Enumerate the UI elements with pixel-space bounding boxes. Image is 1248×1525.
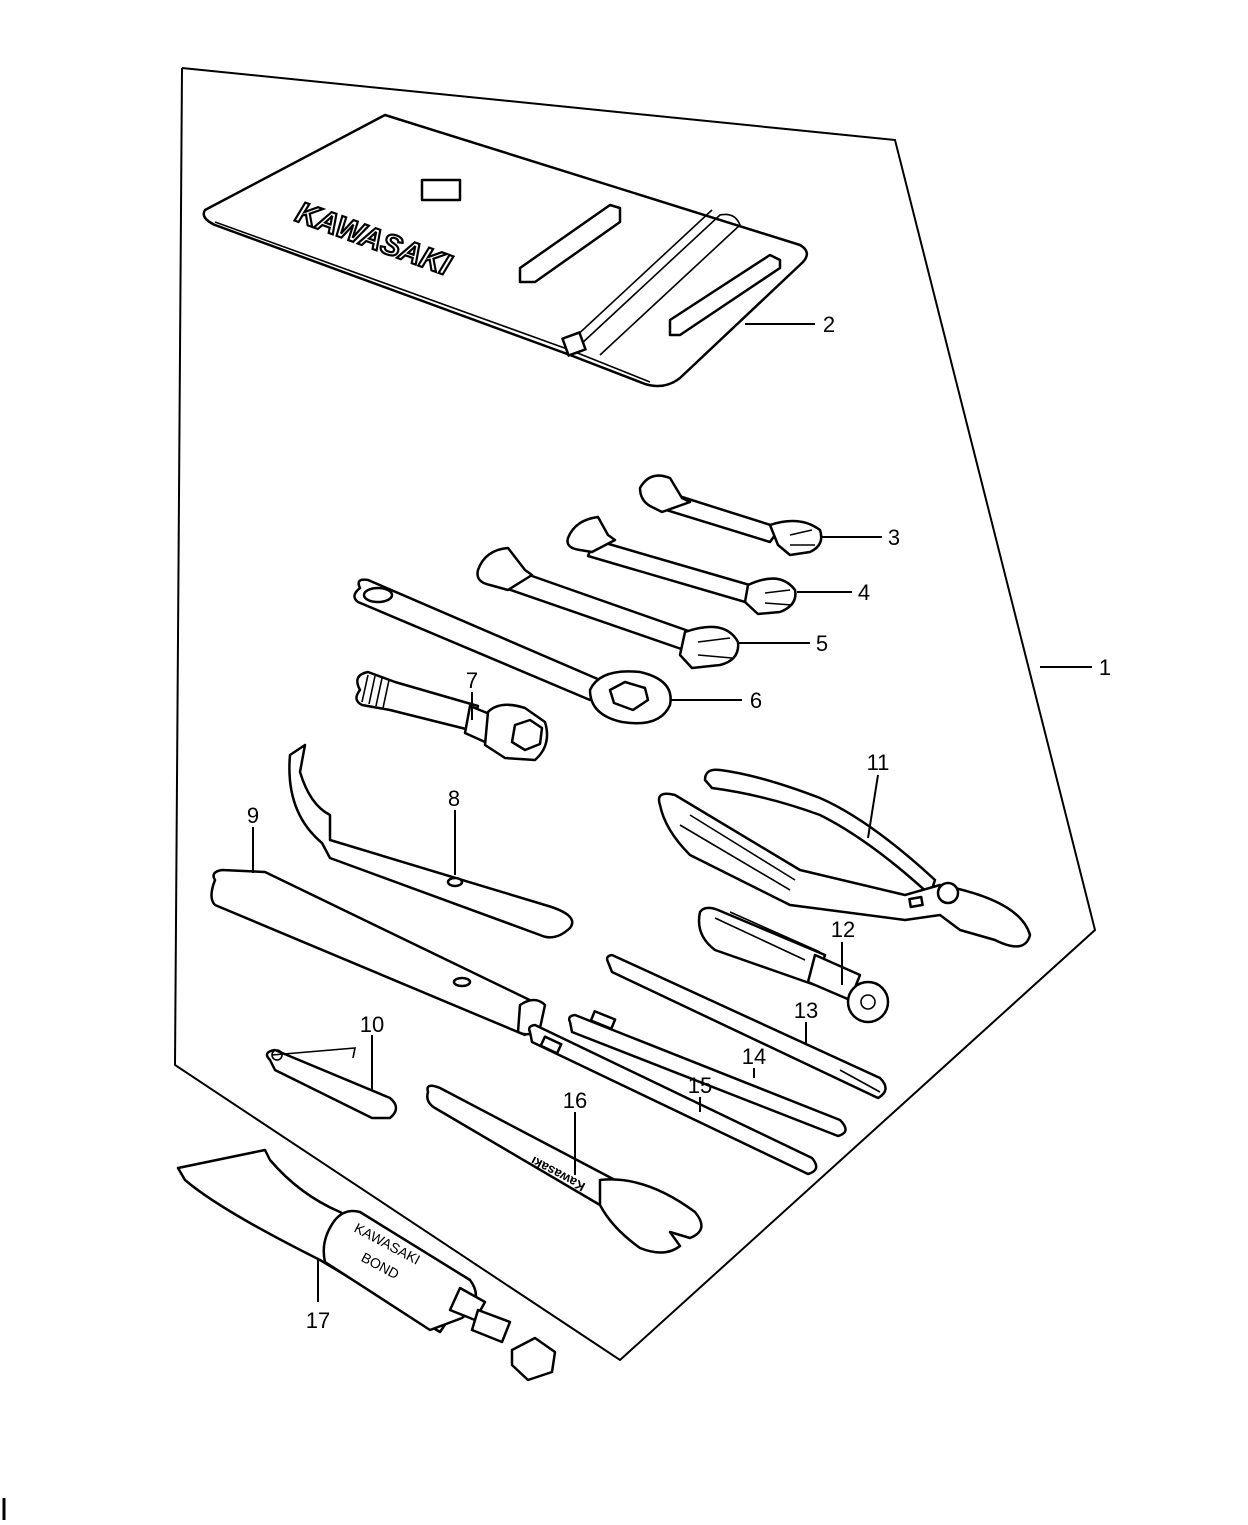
open-end-wrench-medium (566, 515, 797, 616)
extension-handle-bar (210, 868, 547, 1037)
box-end-wrench (353, 578, 672, 725)
open-end-wrench-small (638, 474, 823, 557)
callout-14: 14 (742, 1044, 766, 1069)
leader-line-11 (867, 774, 879, 839)
callout-11: 11 (867, 750, 890, 775)
hex-key-wrench (265, 1047, 398, 1120)
slip-joint-pliers (657, 768, 1032, 948)
spark-plug-wrench (355, 670, 549, 762)
callout-2: 2 (823, 312, 835, 337)
callout-7: 7 (466, 668, 478, 693)
hook-spanner-wrench (288, 743, 574, 939)
open-end-wrench-large (476, 546, 740, 670)
callout-3: 3 (888, 525, 900, 550)
kit-boundary-outline (173, 67, 1097, 1362)
callout-4: 4 (858, 580, 870, 605)
screwdriver-flat (527, 1023, 818, 1176)
screwdriver-phillips-small (567, 1009, 847, 1138)
kawasaki-bond-tube: KAWASAKI BOND (176, 1148, 557, 1382)
callout-10: 10 (360, 1012, 384, 1037)
callout-16: 16 (563, 1088, 587, 1113)
callout-8: 8 (448, 786, 460, 811)
screwdriver-handle (697, 906, 890, 1024)
callout-15: 15 (688, 1073, 712, 1098)
callout-13: 13 (794, 998, 818, 1023)
callout-12: 12 (831, 917, 855, 942)
callout-1: 1 (1099, 655, 1111, 680)
screwdriver-phillips-large (605, 953, 887, 1100)
callout-17: 17 (306, 1308, 330, 1333)
callout-6: 6 (750, 688, 762, 713)
callout-5: 5 (816, 631, 828, 656)
tool-pouch: KAWASAKI (202, 113, 809, 388)
callout-9: 9 (247, 803, 259, 828)
